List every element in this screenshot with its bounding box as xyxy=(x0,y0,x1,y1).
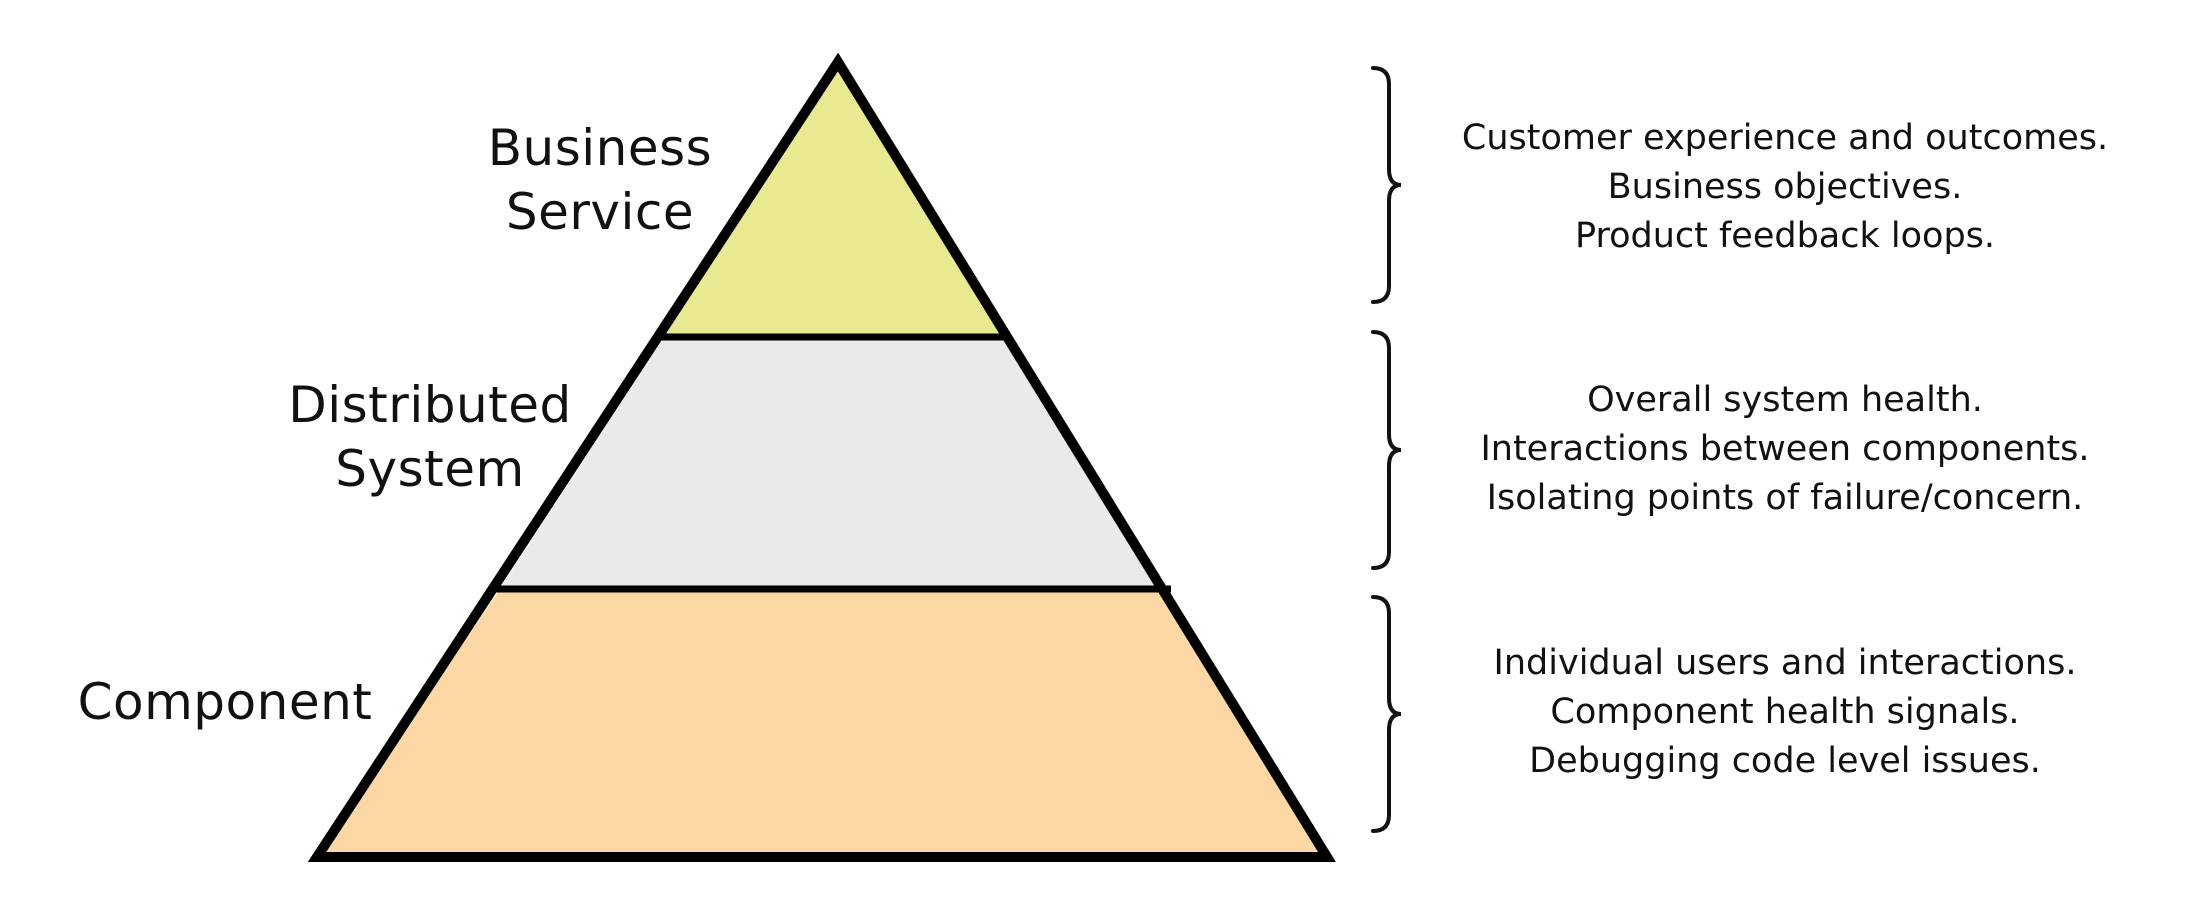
pyramid-outline xyxy=(307,52,1336,862)
description-line: Component health signals. xyxy=(1550,692,2020,732)
tier-component xyxy=(317,589,1327,857)
description-line: Product feedback loops. xyxy=(1574,216,1996,256)
description-line: Business objectives. xyxy=(1607,167,1963,207)
description-line: Customer experience and outcomes. xyxy=(1461,118,2109,158)
label-distributed-system: Distributed System xyxy=(288,376,572,498)
description-line: Debugging code level issues. xyxy=(1529,741,2041,781)
tier-business-service xyxy=(664,66,1004,337)
description-distributed-system: Overall system health. Interactions betw… xyxy=(1405,376,2165,523)
brace-distributed xyxy=(1371,330,1402,570)
label-business-service: Business Service xyxy=(487,119,713,241)
label-component: Component xyxy=(77,673,373,731)
description-line: Overall system health. xyxy=(1587,380,1983,420)
brace-business xyxy=(1371,66,1402,304)
description-line: Isolating points of failure/concern. xyxy=(1486,478,2084,518)
description-line: Individual users and interactions. xyxy=(1493,643,2077,683)
description-line: Interactions between components. xyxy=(1480,429,2090,469)
tier-distributed-system xyxy=(500,337,1167,589)
brace-component xyxy=(1371,595,1402,833)
description-component: Individual users and interactions. Compo… xyxy=(1405,639,2165,786)
description-business-service: Customer experience and outcomes. Busine… xyxy=(1405,114,2165,261)
